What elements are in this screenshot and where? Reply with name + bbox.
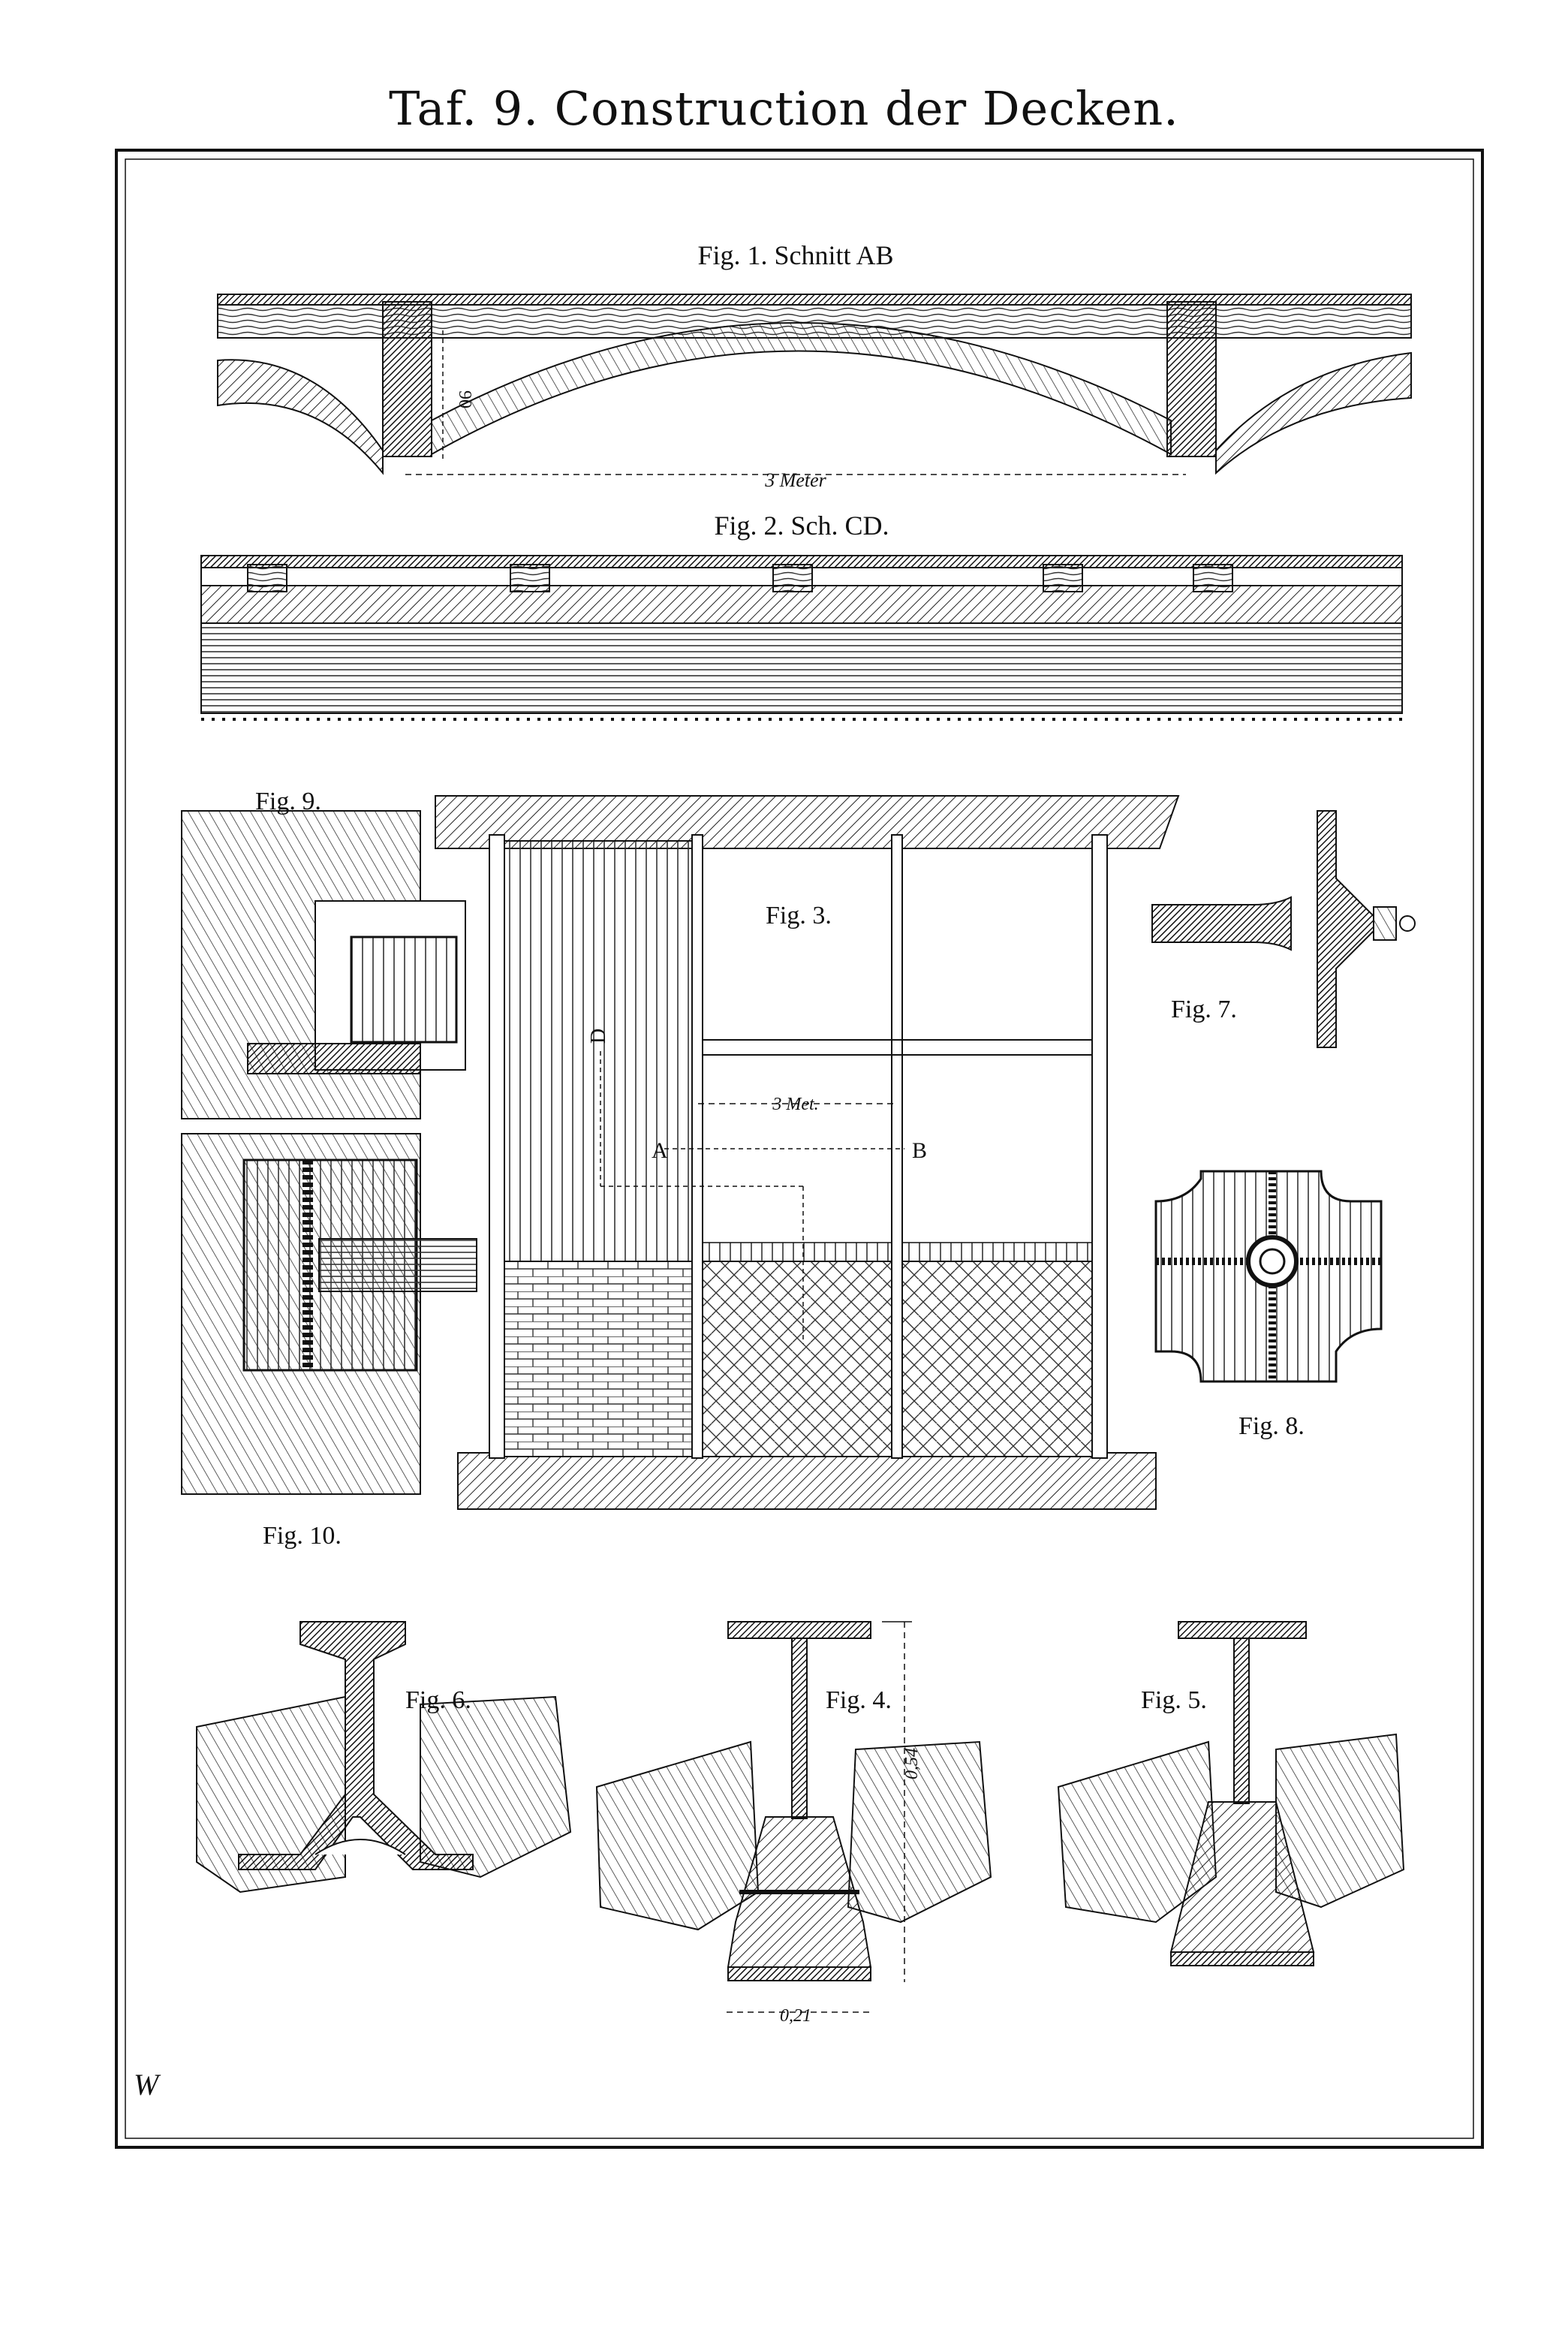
fig10-joint-plate [318, 1238, 477, 1292]
fig3-bottom-wall [457, 1452, 1157, 1510]
figure-5-beam-section [1057, 1621, 1405, 1966]
fig7-caption: Fig. 7. [1171, 996, 1237, 1023]
figure-10-joint-plan [181, 1133, 477, 1495]
fig1-caption: Fig. 1. Schnitt AB [697, 240, 893, 270]
figure-4-beam-section [595, 1621, 992, 2013]
fig4-web [791, 1638, 808, 1819]
fig1-span-dimension: 3 Meter [764, 469, 826, 491]
fig1-vault-main [431, 322, 1172, 456]
figure-7-bolt-detail [1151, 810, 1416, 1048]
fig1-girder-left [382, 301, 432, 457]
fig3-point-d: D [587, 1029, 610, 1044]
fig3-point-b: B [912, 1138, 927, 1163]
fig3-girder [1091, 834, 1108, 1459]
fig9-caption: Fig. 9. [255, 788, 321, 815]
fig5-web [1233, 1638, 1250, 1804]
fig7-tie-rod [1151, 896, 1292, 951]
fig3-span-dimension: 3 Met. [772, 1095, 818, 1114]
fig1-girder-right [1166, 301, 1217, 457]
fig1-vault-left [217, 359, 384, 475]
fig4-caption: Fig. 4. [826, 1686, 892, 1714]
fig4-width-dimension: 0,21 [780, 2006, 811, 2026]
fig4-height-dimension: 0,54 [902, 1748, 922, 1779]
fig2-vault-layer [200, 622, 1403, 714]
figure-3-floor-plan [435, 795, 1180, 1510]
fig4-top-flange [727, 1621, 871, 1639]
fig5-caption: Fig. 5. [1141, 1686, 1207, 1714]
fig9-timber-section [350, 936, 458, 1044]
fig7-nut [1373, 906, 1397, 941]
fig3-girder [891, 834, 903, 1459]
fig3-girder [691, 834, 703, 1459]
fig3-caption: Fig. 3. [766, 902, 832, 929]
fig2-fill-layer [200, 585, 1403, 624]
fig5-top-flange [1178, 1621, 1307, 1639]
fig6-iron-beam [238, 1621, 474, 1870]
figure-6-beam-section [196, 1621, 572, 1894]
fig3-girder [489, 834, 505, 1459]
figure-9-joint-detail [181, 810, 466, 1119]
fig2-caption: Fig. 2. Sch. CD. [714, 511, 889, 541]
fig7-anchor-plate [1317, 810, 1374, 1048]
fig6-caption: Fig. 6. [405, 1686, 471, 1714]
outer-frame [115, 149, 1484, 2149]
fig1-height-dimension: 90 [455, 390, 474, 408]
fig3-point-a: A [652, 1138, 668, 1163]
artist-monogram: W [134, 2068, 161, 2102]
figure-1-section-ab [217, 294, 1412, 475]
fig3-brick-infill [504, 1261, 693, 1457]
figure-2-section-cd [200, 555, 1403, 721]
fig3-timber-deck [504, 840, 693, 1262]
inner-frame [125, 158, 1474, 2139]
fig1-vault-right [1215, 351, 1412, 475]
fig10-caption: Fig. 10. [263, 1522, 342, 1550]
fig4-arch-block-left [595, 1740, 760, 1931]
plate-title: Taf. 9. Construction der Decken. [389, 81, 1179, 136]
figure-8-cross-joint [1154, 1170, 1383, 1383]
fig6-arch-block-right [420, 1695, 572, 1879]
fig8-caption: Fig. 8. [1238, 1412, 1305, 1440]
fig3-top-wall [435, 795, 1180, 849]
